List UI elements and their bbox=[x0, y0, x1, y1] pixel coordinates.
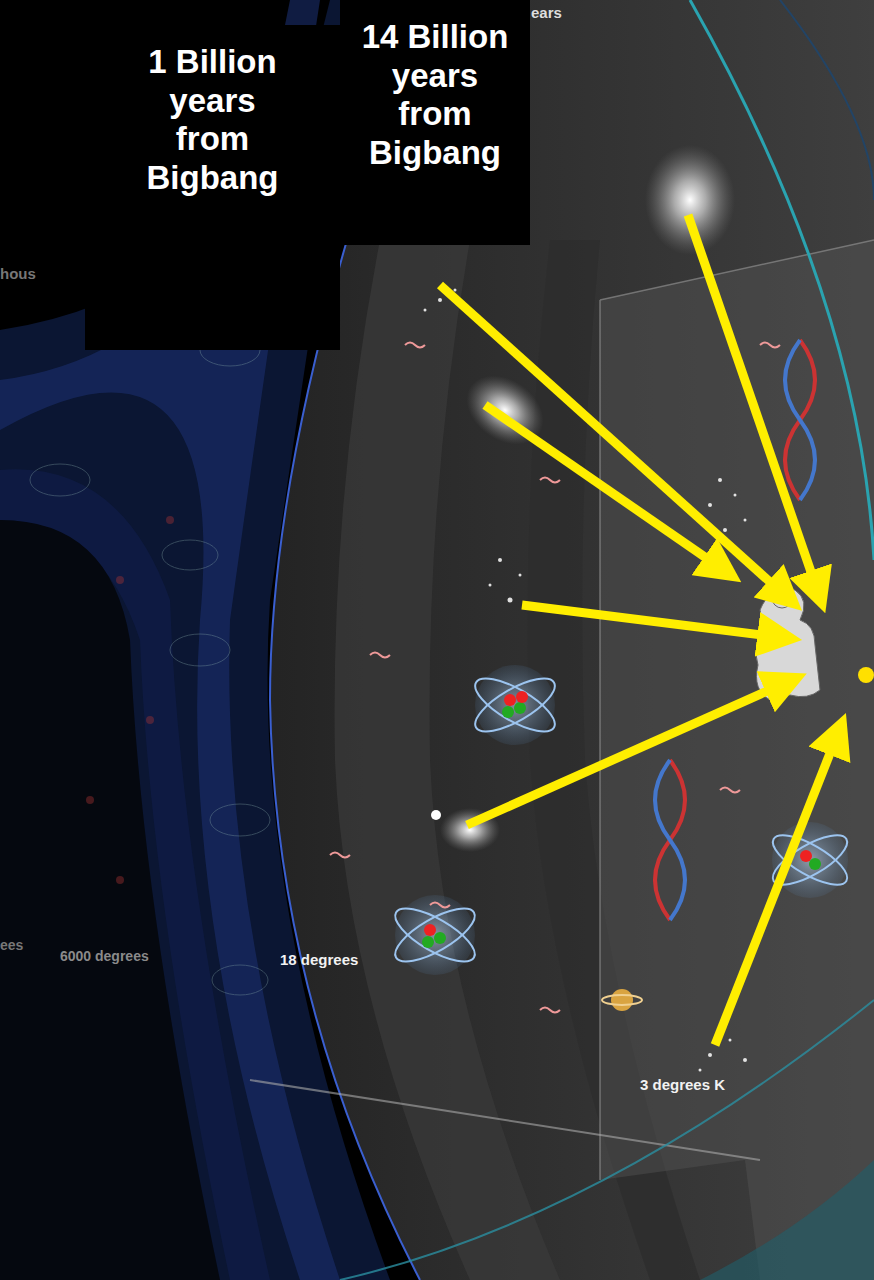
time-label-box: 14 Billion years from Bigbang bbox=[340, 0, 530, 245]
temperature-label: ears bbox=[531, 4, 562, 21]
temperature-label: 6000 degrees bbox=[60, 948, 149, 964]
time-label-box: 1 Billion years from Bigbang bbox=[85, 25, 340, 350]
temperature-label: ees bbox=[0, 937, 23, 953]
temperature-label: hous bbox=[0, 265, 36, 282]
time-label: 1 Billion years from Bigbang bbox=[137, 43, 289, 197]
time-label: 14 Billion years from Bigbang bbox=[359, 18, 511, 172]
temperature-label: 18 degrees bbox=[280, 951, 358, 968]
temperature-label: 3 degrees K bbox=[640, 1076, 725, 1093]
